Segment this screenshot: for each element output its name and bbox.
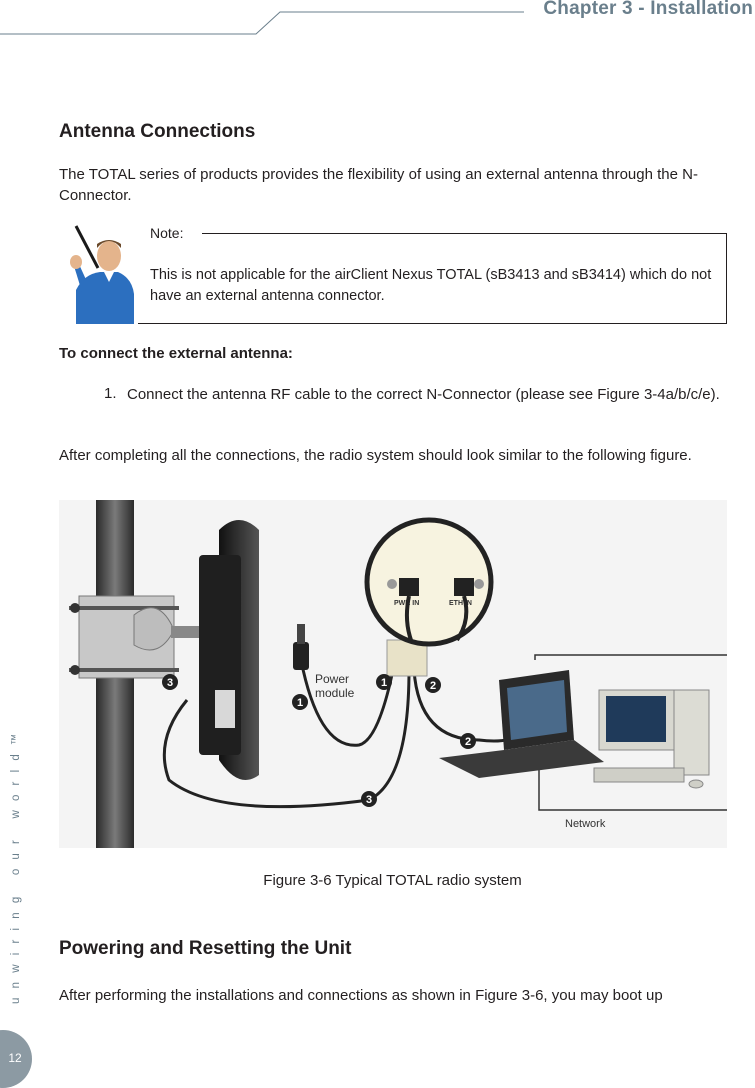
intro-paragraph: The TOTAL series of products provides th… <box>59 166 698 204</box>
power-module: Power module <box>293 624 355 700</box>
svg-text:3: 3 <box>366 794 372 806</box>
svg-text:2: 2 <box>465 736 471 748</box>
laptop <box>439 670 604 778</box>
note-text: This is not applicable for the airClient… <box>150 267 712 304</box>
note-box <box>138 233 727 324</box>
chapter-title: Chapter 3 - Installation <box>543 0 753 19</box>
step-number: 1. <box>104 385 117 402</box>
marker-1a: 1 <box>292 694 308 710</box>
cable-3 <box>162 669 411 809</box>
after-paragraph: After completing all the connections, th… <box>59 447 692 464</box>
figure-caption: Figure 3-6 Typical TOTAL radio system <box>263 872 522 889</box>
radio-system-figure: Power module PWR IN ETH IN Network 1 1 2… <box>59 500 727 848</box>
radio-unit <box>199 520 259 780</box>
marker-1b: 1 <box>376 674 392 690</box>
side-tagline: unwiring our world™ <box>10 724 22 1004</box>
page-number: 12 <box>8 1051 22 1065</box>
poe-injector <box>386 639 428 677</box>
cable-1 <box>299 659 396 747</box>
marker-3a: 3 <box>162 674 178 690</box>
connector-zoom-circle: PWR IN ETH IN <box>364 517 494 647</box>
powering-paragraph: After performing the installations and c… <box>59 987 663 1004</box>
svg-text:3: 3 <box>167 677 173 689</box>
mounting-bracket <box>69 595 201 679</box>
svg-text:module: module <box>315 686 355 700</box>
svg-text:Network: Network <box>565 818 606 830</box>
header-rule <box>0 11 524 35</box>
marker-2b: 2 <box>460 733 476 749</box>
step-text: Connect the antenna RF cable to the corr… <box>127 386 720 403</box>
svg-text:ETH IN: ETH IN <box>449 600 472 607</box>
note-top-rule <box>202 233 726 234</box>
svg-text:1: 1 <box>381 677 387 689</box>
desktop-computer <box>593 689 710 789</box>
note-label: Note: <box>150 225 184 241</box>
svg-text:1: 1 <box>297 697 303 709</box>
note-person-illustration <box>70 225 134 324</box>
marker-3b: 3 <box>361 791 377 807</box>
section-title-powering: Powering and Resetting the Unit <box>59 938 352 959</box>
marker-2a: 2 <box>425 677 441 693</box>
svg-text:Power: Power <box>315 672 349 686</box>
procedure-heading: To connect the external antenna: <box>59 345 293 362</box>
svg-text:2: 2 <box>430 680 436 692</box>
section-title-antenna: Antenna Connections <box>59 121 256 142</box>
